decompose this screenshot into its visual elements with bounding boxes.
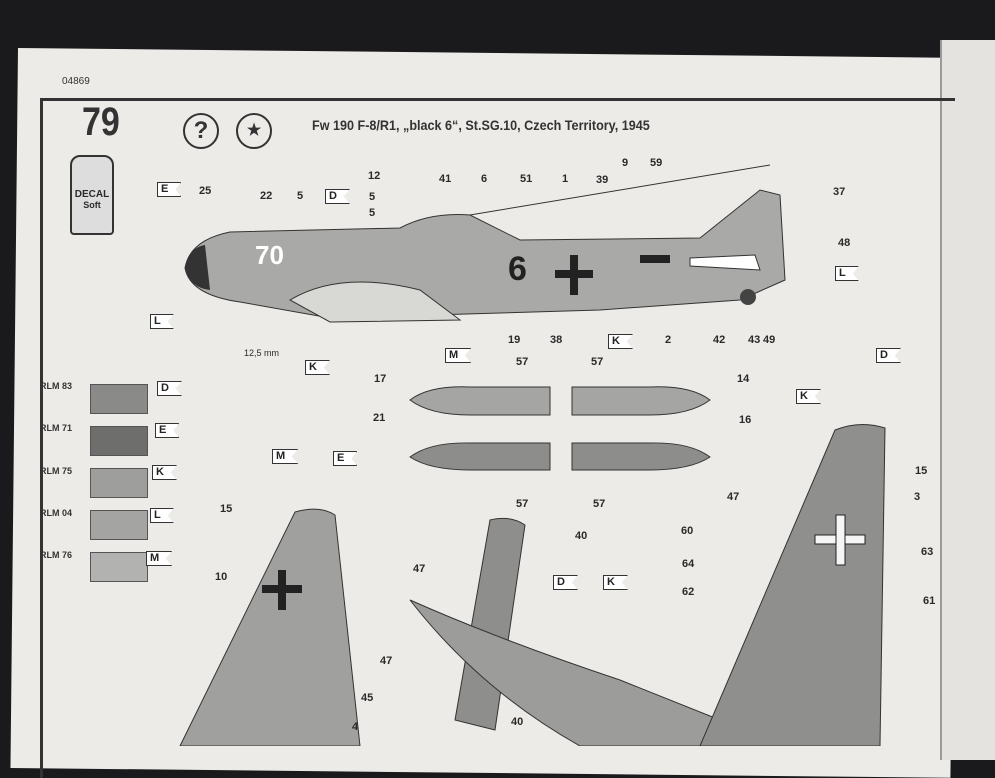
callout: 47 xyxy=(380,655,393,667)
callout: 16 xyxy=(739,414,752,426)
callout: 10 xyxy=(215,571,228,583)
callout: 43 xyxy=(748,334,761,346)
tail-cross xyxy=(640,255,670,263)
callout: 14 xyxy=(737,373,750,385)
tailplane xyxy=(689,254,761,271)
color-flag: M xyxy=(146,551,173,566)
color-name: RLM 04 xyxy=(40,508,73,518)
fuselage-number: 6 xyxy=(508,250,527,288)
callout: 60 xyxy=(681,525,694,537)
callout: 5 xyxy=(297,190,304,202)
callout: 1 xyxy=(562,173,569,185)
callout: 12 xyxy=(368,170,381,182)
callout: 25 xyxy=(199,185,212,197)
decal-label: DECAL xyxy=(74,189,110,200)
paint-flag: K xyxy=(603,575,628,590)
step-frame xyxy=(40,98,955,778)
decal-soft-bottle: DECAL Soft xyxy=(70,155,114,235)
callout: 38 xyxy=(550,334,563,346)
callout: 42 xyxy=(713,334,726,346)
callout: 6 xyxy=(481,173,488,185)
callout: 45 xyxy=(361,692,374,704)
drop-tank-2 xyxy=(571,386,711,416)
callout: 5 xyxy=(369,191,376,203)
callout: 57 xyxy=(593,498,606,510)
callout: 47 xyxy=(413,563,426,575)
color-name: RLM 83 xyxy=(40,381,73,391)
callout: 39 xyxy=(596,174,609,186)
callout: 59 xyxy=(650,157,663,169)
callout: 49 xyxy=(763,334,776,346)
step-number: 79 xyxy=(82,100,120,144)
callout: 19 xyxy=(508,334,521,346)
callout: 61 xyxy=(923,595,936,607)
color-name: RLM 76 xyxy=(40,550,73,560)
color-swatch xyxy=(90,468,148,498)
fuselage-code: 70 xyxy=(255,240,284,270)
drop-tank-3 xyxy=(409,442,551,471)
callout: 15 xyxy=(915,465,928,477)
fuselage-cross xyxy=(555,255,593,295)
color-swatch xyxy=(90,552,148,582)
spinner xyxy=(185,245,210,290)
color-swatch xyxy=(90,384,148,414)
scheme-title: Fw 190 F-8/R1, „black 6“, St.SG.10, Czec… xyxy=(312,117,650,133)
callout: 57 xyxy=(516,498,529,510)
wing-cross-left xyxy=(262,570,302,610)
callout: 41 xyxy=(439,173,452,185)
callout: 51 xyxy=(520,173,533,185)
callout: 5 xyxy=(369,207,376,219)
callout: 63 xyxy=(921,546,934,558)
color-flag: L xyxy=(150,508,174,523)
callout: 57 xyxy=(591,356,604,368)
color-swatch xyxy=(90,426,148,456)
callout: 40 xyxy=(575,530,588,542)
next-page-edge xyxy=(940,40,995,760)
color-name: RLM 75 xyxy=(40,466,73,476)
callout: 2 xyxy=(665,334,672,346)
decal-water-icon: ★ xyxy=(236,113,272,149)
callout: 15 xyxy=(220,503,233,515)
wing-cross-right xyxy=(814,514,866,566)
aircraft-drawings xyxy=(179,164,886,746)
callout: 37 xyxy=(833,186,846,198)
drop-tank-4 xyxy=(571,442,711,471)
drop-tank-1 xyxy=(409,386,551,416)
callout: 4 xyxy=(352,721,359,733)
color-name: RLM 71 xyxy=(40,423,73,433)
kit-code: 04869 xyxy=(62,76,90,87)
left-wing-top xyxy=(179,508,361,746)
color-swatch xyxy=(90,510,148,540)
fuselage-top xyxy=(409,599,721,746)
wing-root xyxy=(288,281,462,323)
callout: 48 xyxy=(838,237,851,249)
callout: 62 xyxy=(682,586,695,598)
callout: 40 xyxy=(511,716,524,728)
measurement: 12,5 mm xyxy=(244,348,280,358)
help-icon: ? xyxy=(183,113,219,149)
callout: 22 xyxy=(260,190,273,202)
decal-sub: Soft xyxy=(83,200,101,210)
callout: 21 xyxy=(373,412,386,424)
callout: 17 xyxy=(374,373,387,385)
paint-flag: L xyxy=(835,266,859,281)
callout: 3 xyxy=(914,491,921,503)
right-wing-top xyxy=(699,424,886,746)
paint-flag: E xyxy=(157,182,182,197)
tail-wheel xyxy=(740,289,756,305)
callout: 47 xyxy=(727,491,740,503)
callout: 64 xyxy=(682,558,695,570)
callout: 57 xyxy=(516,356,529,368)
paint-flag: K xyxy=(608,334,633,349)
callout: 9 xyxy=(622,157,629,169)
tailplane-top xyxy=(454,517,526,731)
